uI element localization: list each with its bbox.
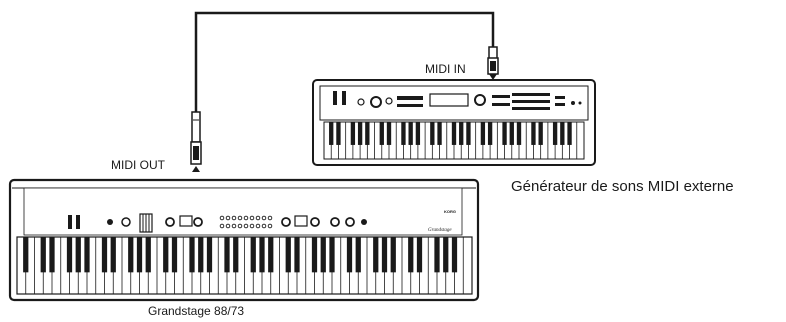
black-key <box>466 122 471 145</box>
panel-button <box>237 215 243 221</box>
panel-model-logo: Grandstage <box>428 228 452 233</box>
black-key <box>350 122 356 145</box>
panel-button <box>267 215 273 221</box>
black-key <box>206 237 213 273</box>
black-key <box>437 122 442 145</box>
panel-button <box>261 215 267 221</box>
black-key <box>386 122 392 145</box>
black-key <box>311 237 318 273</box>
black-key <box>451 237 458 273</box>
panel-button <box>225 223 231 229</box>
black-key <box>415 122 421 145</box>
black-key <box>40 237 46 273</box>
black-key <box>516 122 522 145</box>
black-key <box>443 237 449 273</box>
black-key <box>408 122 413 145</box>
black-key <box>198 237 204 273</box>
panel-brand: KORG <box>444 209 456 214</box>
panel-button <box>243 223 249 229</box>
black-key <box>136 237 143 273</box>
stage-piano: KORG Grandstage <box>8 178 480 302</box>
black-key <box>329 122 334 145</box>
black-key <box>66 237 73 273</box>
panel-button <box>255 223 261 229</box>
black-key <box>487 122 493 145</box>
black-key <box>285 237 291 273</box>
black-key <box>390 237 396 273</box>
black-key <box>401 122 406 145</box>
black-key <box>294 237 300 273</box>
black-key <box>346 237 353 273</box>
panel-button <box>237 223 243 229</box>
black-key <box>355 237 361 273</box>
black-key <box>110 237 116 273</box>
black-key <box>75 237 81 273</box>
black-key <box>250 237 256 273</box>
black-key <box>365 122 370 145</box>
black-key <box>357 122 363 145</box>
external-midi-synth <box>312 79 596 166</box>
black-key <box>502 122 507 145</box>
black-key <box>451 122 457 145</box>
black-key <box>320 237 326 273</box>
black-key <box>552 122 558 145</box>
black-key <box>329 237 335 273</box>
panel-button <box>249 215 255 221</box>
black-key <box>509 122 514 145</box>
panel-button <box>255 215 261 221</box>
external-generator-caption: Générateur de sons MIDI externe <box>511 178 734 195</box>
panel-button <box>219 223 225 229</box>
black-key <box>336 122 341 145</box>
black-key <box>49 237 55 273</box>
black-key <box>259 237 265 273</box>
panel-button <box>261 223 267 229</box>
panel-button <box>231 215 237 221</box>
black-key <box>189 237 195 273</box>
stage-piano-caption: Grandstage 88/73 <box>148 304 245 318</box>
black-key <box>560 122 565 145</box>
black-key <box>224 237 230 273</box>
black-key <box>233 237 239 273</box>
black-key <box>408 237 414 273</box>
black-key <box>23 237 29 273</box>
panel-button <box>225 215 231 221</box>
panel-button <box>243 215 249 221</box>
black-key <box>101 237 108 273</box>
midi-in-plug <box>487 46 499 80</box>
black-key <box>379 122 384 145</box>
black-key <box>430 122 435 145</box>
black-key <box>434 237 440 273</box>
black-key <box>163 237 169 273</box>
black-key <box>171 237 178 273</box>
midi-in-label: MIDI IN <box>425 62 466 76</box>
black-key <box>416 237 423 273</box>
black-key <box>567 122 572 145</box>
midi-out-label: MIDI OUT <box>111 158 165 172</box>
midi-out-plug <box>190 111 202 172</box>
black-key <box>84 237 90 273</box>
black-key <box>373 237 379 273</box>
midi-cable <box>194 11 495 112</box>
panel-button <box>231 223 237 229</box>
black-key <box>538 122 543 145</box>
black-key <box>128 237 134 273</box>
black-key <box>531 122 536 145</box>
panel-button <box>219 215 225 221</box>
black-key <box>381 237 388 273</box>
black-key <box>459 122 464 145</box>
panel-button <box>267 223 273 229</box>
panel-button <box>249 223 255 229</box>
black-key <box>145 237 151 273</box>
black-key <box>480 122 486 145</box>
black-key <box>268 237 274 273</box>
